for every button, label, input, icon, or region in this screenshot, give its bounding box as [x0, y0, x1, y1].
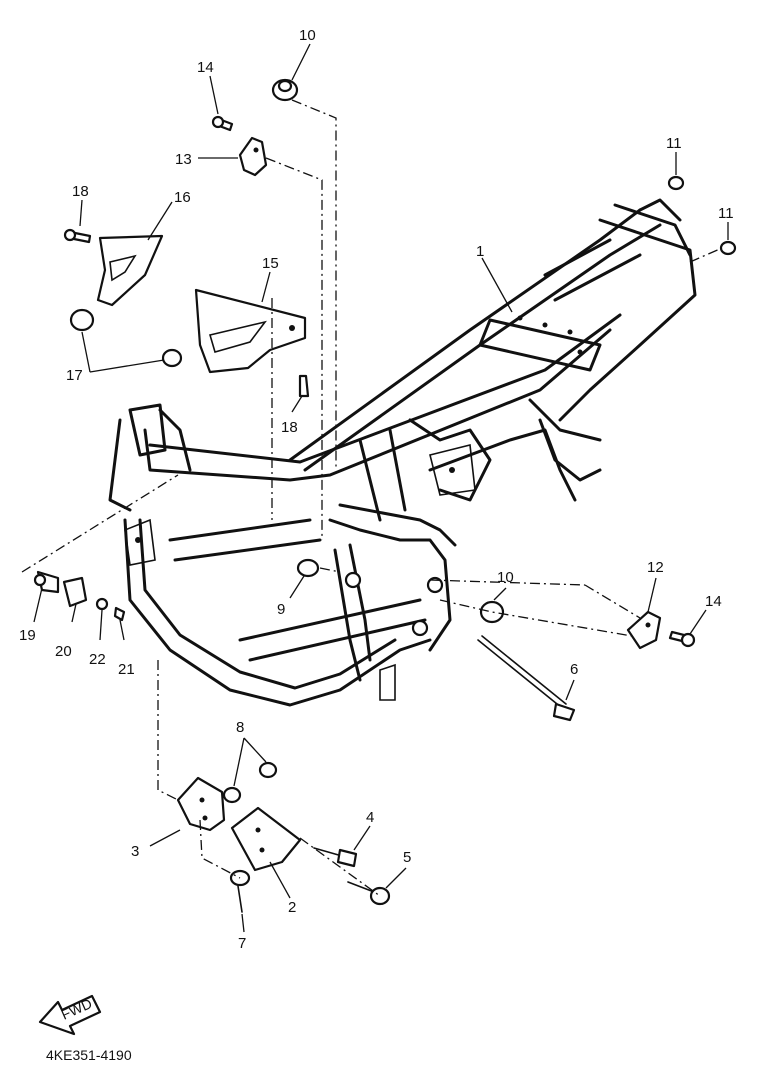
callout-11-upper: 11: [666, 135, 682, 152]
callout-20: 20: [55, 643, 72, 660]
callout-16: 16: [174, 189, 191, 206]
callout-9: 9: [277, 601, 285, 618]
callout-21: 21: [118, 661, 135, 678]
collar-10-top: [271, 78, 299, 102]
callout-4: 4: [366, 809, 374, 826]
damper-17-lower: [161, 348, 183, 368]
callout-labels: 1 2 3 4 5 6 7 8 9 10 10 11 11 12 13 14 1…: [19, 27, 734, 952]
long-bolt-6: [477, 635, 576, 722]
callout-7: 7: [238, 935, 246, 952]
callout-11-lower: 11: [718, 205, 734, 222]
bracket-13: [238, 136, 268, 177]
callout-8: 8: [236, 719, 244, 736]
collar-8-lower: [222, 786, 242, 804]
callout-10-top: 10: [299, 27, 316, 44]
callout-15: 15: [262, 255, 279, 272]
bracket-3: [176, 776, 226, 832]
plate-15: [194, 288, 307, 374]
bolt-18-lower: [298, 374, 310, 398]
callout-3: 3: [131, 843, 139, 860]
callout-14-top: 14: [197, 59, 214, 76]
screw-21: [113, 606, 126, 622]
plate-16: [96, 234, 164, 307]
callout-2: 2: [288, 899, 296, 916]
callout-6: 6: [570, 661, 578, 678]
callout-12: 12: [647, 559, 664, 576]
assembly-lines: [21, 99, 723, 897]
collar-8-upper: [258, 761, 278, 779]
collar-11-lower: [719, 240, 737, 256]
diagram-code: 4KE351-4190: [46, 1047, 132, 1063]
damper-17-upper: [69, 308, 95, 332]
bolt-4: [313, 847, 358, 868]
callout-10-lower: 10: [497, 569, 514, 586]
main-frame: [108, 198, 697, 707]
callout-18-lower: 18: [281, 419, 298, 436]
washer-22: [95, 597, 109, 611]
bolt-5: [347, 881, 391, 906]
bracket-20: [62, 576, 88, 608]
bracket-12: [626, 610, 662, 650]
callout-19: 19: [19, 627, 36, 644]
callout-18-upper: 18: [72, 183, 89, 200]
callout-14-right: 14: [705, 593, 722, 610]
nut-9: [296, 558, 320, 578]
fwd-arrow-icon: FWD: [38, 994, 102, 1036]
collar-10-lower: [479, 600, 505, 624]
bracket-2: [230, 806, 302, 872]
callout-22: 22: [89, 651, 106, 668]
bolt-14-right: [668, 630, 696, 648]
collar-11-upper: [667, 175, 685, 191]
switch-19: [33, 570, 60, 594]
leader-lines: [33, 43, 729, 933]
callout-1: 1: [476, 243, 484, 260]
bolt-14-top: [211, 115, 234, 132]
callout-17: 17: [66, 367, 83, 384]
bolt-18-upper: [63, 228, 92, 244]
bolt-7: [229, 869, 251, 913]
callout-5: 5: [403, 849, 411, 866]
callout-13: 13: [175, 151, 192, 168]
